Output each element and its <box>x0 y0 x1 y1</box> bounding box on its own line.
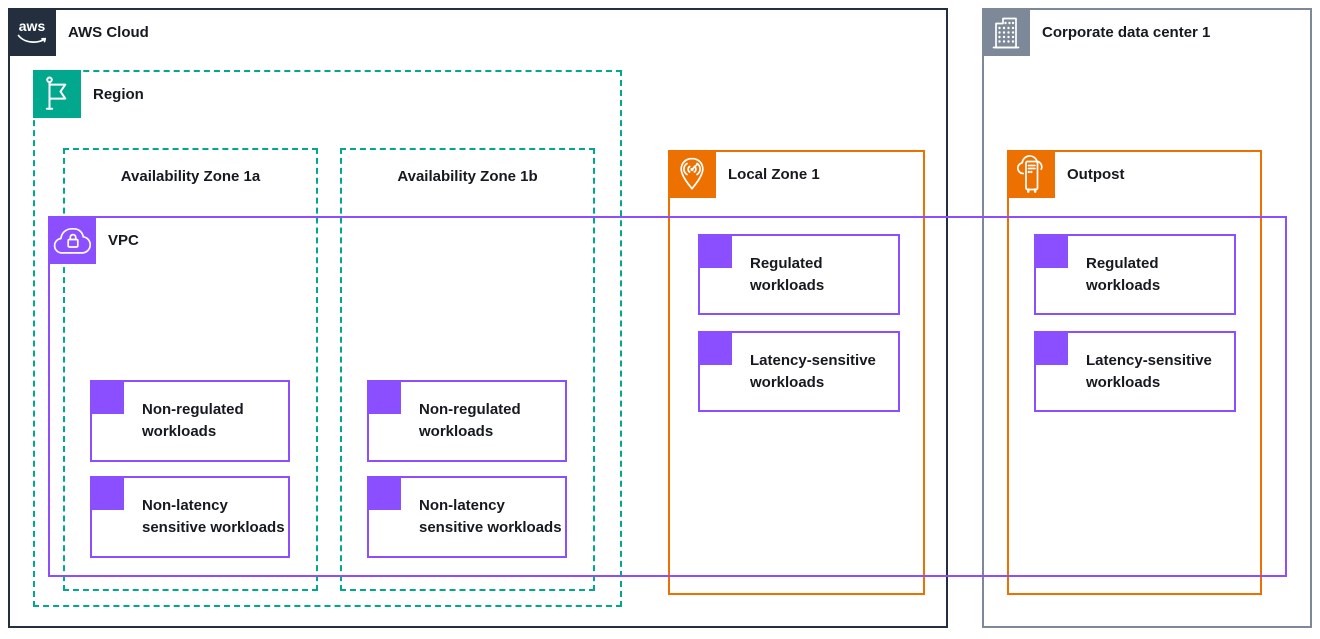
workload-box-outpost-latency: Latency-sensitive workloads <box>1034 331 1236 412</box>
region-label: Region <box>93 85 144 103</box>
aws-logo-icon: aws <box>8 8 56 56</box>
corporate-building-icon <box>982 8 1030 56</box>
workload-label: Latency-sensitive workloads <box>750 351 876 391</box>
workload-box-localzone-regulated: Regulated workloads <box>698 234 900 315</box>
availability-zone-1a-group: Availability Zone 1a <box>63 148 318 591</box>
aws-cloud-label: AWS Cloud <box>68 23 149 41</box>
workload-square-icon <box>1034 234 1068 268</box>
outpost-group: Outpost <box>1007 150 1262 595</box>
local-zone-pin-icon <box>668 150 716 198</box>
local-zone-group: Local Zone 1 <box>668 150 925 595</box>
workload-box-localzone-latency: Latency-sensitive workloads <box>698 331 900 412</box>
vpc-group: VPC <box>48 216 1287 577</box>
workload-square-icon <box>90 380 124 414</box>
svg-text:aws: aws <box>19 18 46 34</box>
corporate-data-center-group: Corporate data center 1 <box>982 8 1312 628</box>
local-zone-label: Local Zone 1 <box>728 165 820 183</box>
outpost-label: Outpost <box>1067 165 1125 183</box>
workload-square-icon <box>367 476 401 510</box>
workload-box-outpost-regulated: Regulated workloads <box>1034 234 1236 315</box>
workload-square-icon <box>367 380 401 414</box>
availability-zone-1a-label: Availability Zone 1a <box>120 168 261 185</box>
outpost-server-icon <box>1007 150 1055 198</box>
workload-square-icon <box>1034 331 1068 365</box>
workload-label: Regulated workloads <box>1086 254 1161 294</box>
workload-label: Non-latency sensitive workloads <box>419 497 562 536</box>
aws-cloud-group: aws AWS Cloud <box>8 8 948 628</box>
workload-square-icon <box>698 234 732 268</box>
workload-square-icon <box>90 476 124 510</box>
workload-square-icon <box>698 331 732 365</box>
vpc-label: VPC <box>108 231 139 249</box>
workload-box-az1a-non-latency: Non-latency sensitive workloads <box>90 476 290 558</box>
workload-box-az1b-non-latency: Non-latency sensitive workloads <box>367 476 567 558</box>
availability-zone-1b-label: Availability Zone 1b <box>397 168 538 185</box>
availability-zone-1b-group: Availability Zone 1b <box>340 148 595 591</box>
corporate-data-center-label: Corporate data center 1 <box>1042 23 1211 41</box>
workload-label: Latency-sensitive workloads <box>1086 351 1212 391</box>
vpc-cloud-lock-icon <box>48 216 96 264</box>
region-flag-icon <box>33 70 81 118</box>
workload-box-az1b-non-regulated: Non-regulated workloads <box>367 380 567 462</box>
workload-label: Non-regulated workloads <box>419 401 521 440</box>
workload-label: Regulated workloads <box>750 254 825 294</box>
workload-label: Non-latency sensitive workloads <box>142 497 285 536</box>
region-group: Region <box>33 70 622 607</box>
workload-label: Non-regulated workloads <box>142 401 244 440</box>
workload-box-az1a-non-regulated: Non-regulated workloads <box>90 380 290 462</box>
